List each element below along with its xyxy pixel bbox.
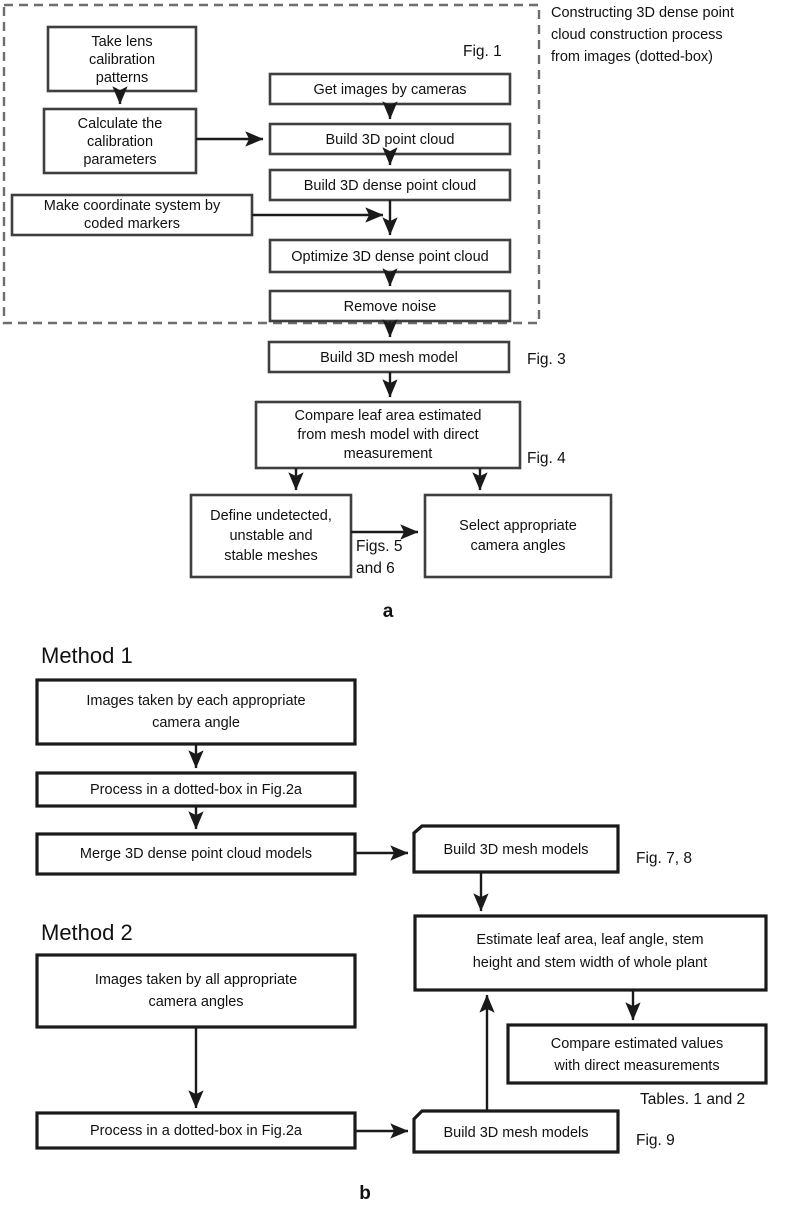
node-define-meshes[interactable] bbox=[189, 493, 353, 579]
label-merge-dense-models: Merge 3D dense point cloud models bbox=[80, 846, 312, 862]
label-compare-leaf-1: Compare leaf area estimated bbox=[295, 408, 482, 424]
figure-caption-line-1: Constructing 3D dense point bbox=[551, 5, 734, 21]
node-remove-noise[interactable] bbox=[268, 289, 512, 323]
ref-fig-3: Fig. 3 bbox=[527, 351, 566, 368]
label-define-meshes-3: stable meshes bbox=[224, 548, 318, 564]
label-process-dotted-box-1: Process in a dotted-box in Fig.2a bbox=[90, 782, 303, 798]
label-define-meshes-2: unstable and bbox=[229, 528, 312, 544]
node-process-dotted-box-1[interactable] bbox=[35, 771, 357, 808]
label-get-images: Get images by cameras bbox=[313, 82, 466, 98]
label-calculate-2: calibration bbox=[87, 134, 153, 150]
label-take-lens-1: Take lens bbox=[91, 34, 152, 50]
dotted-box-region bbox=[2, 3, 541, 325]
label-make-coordinate-1: Make coordinate system by bbox=[44, 198, 221, 214]
label-remove-noise: Remove noise bbox=[344, 299, 437, 315]
label-take-lens-3: patterns bbox=[96, 70, 148, 86]
panel-letter-a: a bbox=[383, 601, 394, 622]
label-images-all-angles-1: Images taken by all appropriate bbox=[95, 972, 297, 988]
label-estimate-traits-1: Estimate leaf area, leaf angle, stem bbox=[476, 932, 703, 948]
node-take-lens[interactable] bbox=[46, 25, 198, 93]
node-build-mesh-models-2[interactable] bbox=[412, 1109, 620, 1154]
ref-fig-4: Fig. 4 bbox=[527, 450, 566, 467]
label-take-lens-2: calibration bbox=[89, 52, 155, 68]
node-optimize-dense-point-cloud[interactable] bbox=[268, 238, 512, 274]
ref-fig-7-8: Fig. 7, 8 bbox=[636, 850, 692, 867]
ref-fig-1: Fig. 1 bbox=[463, 43, 502, 60]
figure-caption-line-3: from images (dotted-box) bbox=[551, 49, 713, 65]
label-compare-leaf-2: from mesh model with direct bbox=[297, 427, 478, 443]
node-compare-leaf-area[interactable] bbox=[254, 400, 522, 470]
node-images-each-angle[interactable] bbox=[35, 678, 357, 746]
label-compare-estimated-1: Compare estimated values bbox=[551, 1036, 723, 1052]
label-build-mesh-models-2: Build 3D mesh models bbox=[443, 1125, 588, 1141]
figure-caption-line-2: cloud construction process bbox=[551, 27, 723, 43]
ref-figs-5-and-6-line2: and 6 bbox=[356, 560, 395, 577]
ref-figs-5-and-6-line1: Figs. 5 bbox=[356, 538, 403, 555]
label-build-point-cloud: Build 3D point cloud bbox=[326, 132, 455, 148]
label-calculate-1: Calculate the bbox=[78, 116, 163, 132]
node-build-dense-point-cloud[interactable] bbox=[268, 168, 512, 202]
method-2-title: Method 2 bbox=[41, 920, 133, 945]
label-calculate-3: parameters bbox=[83, 152, 156, 168]
node-compare-estimated[interactable] bbox=[506, 1023, 768, 1085]
method-1-title: Method 1 bbox=[41, 643, 133, 668]
label-build-mesh-model: Build 3D mesh model bbox=[320, 350, 458, 366]
node-images-all-angles[interactable] bbox=[35, 953, 357, 1029]
label-build-dense-point-cloud: Build 3D dense point cloud bbox=[304, 178, 477, 194]
ref-tables-1-and-2: Tables. 1 and 2 bbox=[640, 1091, 745, 1108]
node-select-angles[interactable] bbox=[423, 493, 613, 579]
label-select-angles-2: camera angles bbox=[470, 538, 565, 554]
label-images-all-angles-2: camera angles bbox=[148, 994, 243, 1010]
ref-fig-9: Fig. 9 bbox=[636, 1132, 675, 1149]
label-make-coordinate-2: coded markers bbox=[84, 216, 180, 232]
label-images-each-angle-1: Images taken by each appropriate bbox=[86, 693, 305, 709]
node-build-mesh-model[interactable] bbox=[267, 340, 511, 374]
node-get-images[interactable] bbox=[268, 72, 512, 106]
label-images-each-angle-2: camera angle bbox=[152, 715, 240, 731]
node-calculate-calibration[interactable] bbox=[42, 107, 198, 175]
label-optimize-dense: Optimize 3D dense point cloud bbox=[291, 249, 488, 265]
node-process-dotted-box-2[interactable] bbox=[35, 1111, 357, 1150]
node-estimate-traits[interactable] bbox=[413, 914, 768, 992]
node-build-mesh-models-1[interactable] bbox=[412, 824, 620, 874]
label-select-angles-1: Select appropriate bbox=[459, 518, 577, 534]
label-estimate-traits-2: height and stem width of whole plant bbox=[473, 955, 708, 971]
label-compare-leaf-3: measurement bbox=[344, 446, 433, 462]
label-define-meshes-1: Define undetected, bbox=[210, 508, 332, 524]
panel-letter-b: b bbox=[359, 1183, 371, 1204]
label-compare-estimated-2: with direct measurements bbox=[553, 1058, 719, 1074]
label-build-mesh-models-1: Build 3D mesh models bbox=[443, 842, 588, 858]
label-process-dotted-box-2: Process in a dotted-box in Fig.2a bbox=[90, 1123, 303, 1139]
